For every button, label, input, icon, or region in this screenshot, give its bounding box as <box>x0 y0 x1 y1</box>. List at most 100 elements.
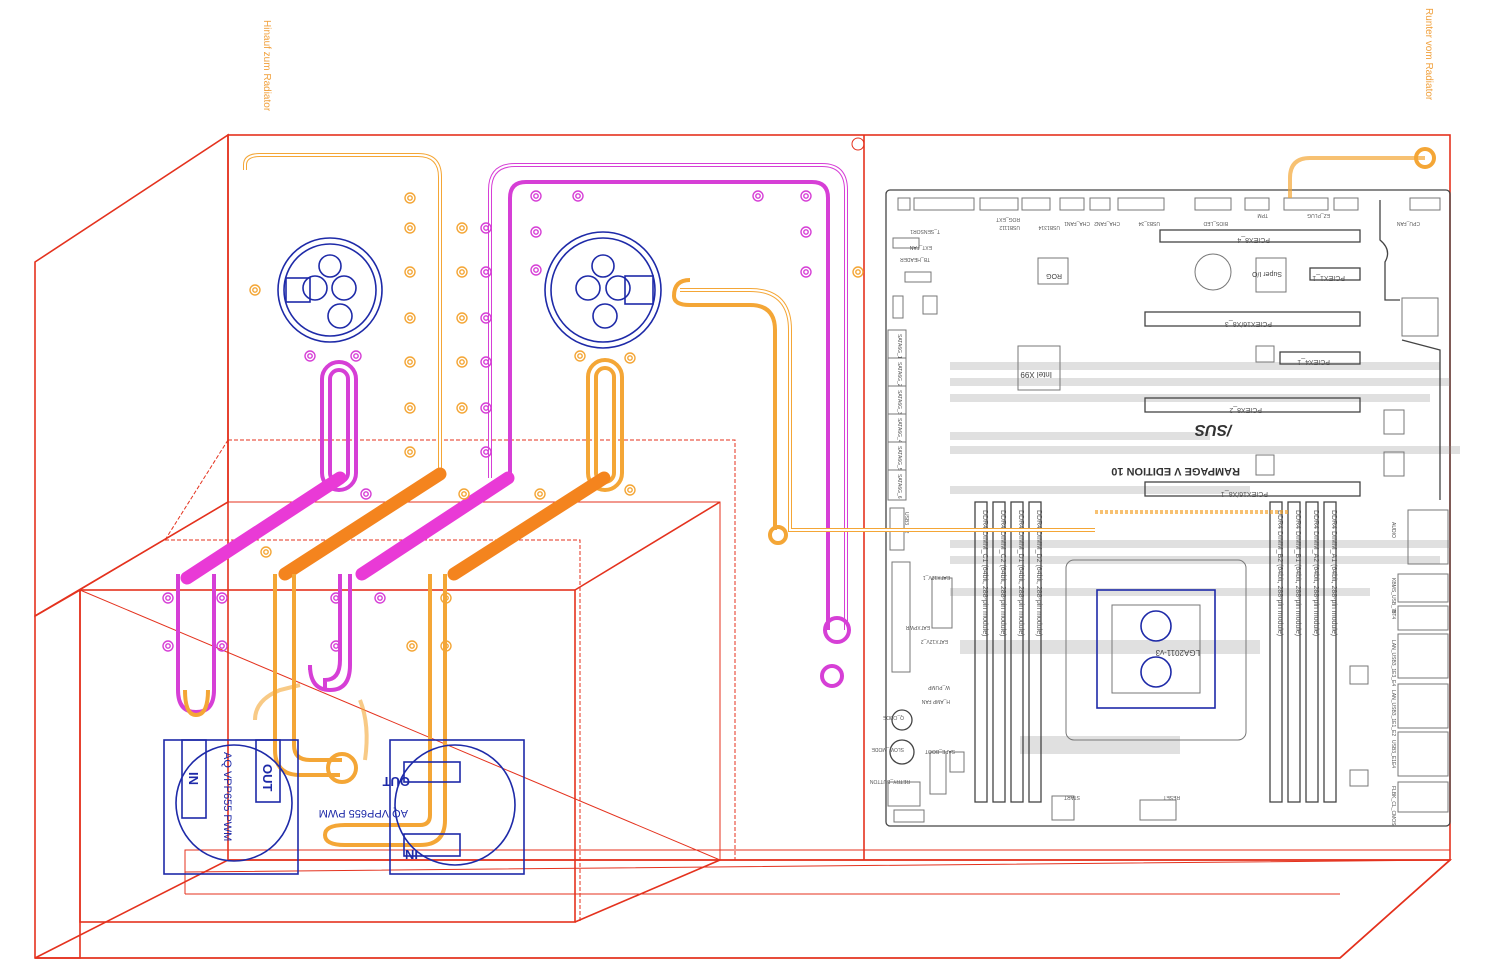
header-label-13: USB3_12 <box>903 512 909 534</box>
fitting-36 <box>162 592 174 604</box>
sata-label-1: SATA6G_2 <box>896 362 902 387</box>
rear-io-label-5: USB3_E1E4 <box>1390 740 1396 768</box>
header-label-11: TPM <box>1257 212 1268 218</box>
reservoir-right <box>544 231 662 349</box>
slot-pciex4-1 <box>1279 351 1361 365</box>
pump-left-out-port <box>255 739 281 803</box>
tube-diagonal-orange-2 <box>447 471 611 581</box>
fitting-7 <box>456 266 468 278</box>
pump-left-name: AQ VPP655 PWM <box>221 752 233 841</box>
header-cha-fan1 <box>1059 197 1085 211</box>
fitting-45 <box>409 643 415 649</box>
sata-label-0: SATA6G_1 <box>896 334 902 359</box>
fitting-10 <box>456 402 468 414</box>
pcie-label-1: PCIEX1_1 <box>1312 274 1345 281</box>
sata-ports <box>887 329 907 501</box>
slot-pciex16-x8-1 <box>1144 481 1361 497</box>
fitting-40 <box>330 592 342 604</box>
fitting-21 <box>803 229 809 235</box>
header-label-2: CHA_FAN2 <box>1094 220 1120 226</box>
fitting-18 <box>575 193 581 199</box>
dimm-right-label-1: DDR4 DIMM_B1 (64bit, 288-pin module) <box>1294 510 1301 636</box>
pump-left-out-label: OUT <box>260 764 275 792</box>
fitting-25 <box>404 192 416 204</box>
fitting-3 <box>404 356 416 368</box>
header-label-4: USB1314 <box>1038 224 1060 230</box>
fitting-31 <box>458 488 470 500</box>
dimm-left-label-1: DDR4 DIMM_C2 (64bit, 288-pin module) <box>999 510 1006 636</box>
fitting-1 <box>407 269 413 275</box>
header-label-0: CPU_FAN <box>1397 220 1420 226</box>
pump-right-name: AQ VPP655 PWM <box>319 807 408 819</box>
tubing <box>162 147 1436 847</box>
fitting-39 <box>216 640 228 652</box>
tube-diagonal-magenta-2 <box>355 471 515 581</box>
dimm-left-label-2: DDR4 DIMM_D1 (64bit, 288-pin module) <box>1017 510 1024 636</box>
fitting-20 <box>800 190 812 202</box>
dimm-left-label-3: DDR4 DIMM_D2 (64bit, 288-pin module) <box>1035 510 1042 636</box>
fitting-38 <box>219 595 225 601</box>
fitting-44 <box>443 643 449 649</box>
fitting-16 <box>483 449 489 455</box>
header-t-sensor <box>897 197 911 211</box>
header-label-21: SLOW_MODE <box>871 746 904 752</box>
header-label-14: EATXPWR <box>905 624 930 630</box>
fitting-24 <box>533 267 539 273</box>
rear-io-label-0: AUDIO <box>1390 522 1396 538</box>
pump-left-in-port <box>181 739 207 819</box>
fitting-2 <box>407 315 413 321</box>
fitting-14 <box>483 359 489 365</box>
connector-eatx12v-1 <box>1139 799 1177 821</box>
fitting-13 <box>480 312 492 324</box>
pump-right-in-port <box>403 833 461 857</box>
fitting-9 <box>459 359 465 365</box>
fitting-41 <box>330 640 342 652</box>
fitting-34 <box>350 350 362 362</box>
fitting-19 <box>755 193 761 199</box>
motherboard-pcb <box>885 189 1451 827</box>
fitting-32 <box>363 491 369 497</box>
fitting-10 <box>459 405 465 411</box>
fitting-23 <box>530 226 542 238</box>
fitting-40 <box>333 595 339 601</box>
reservoir-left <box>277 237 383 343</box>
pump-right-out-port <box>403 761 461 783</box>
q-code-display <box>887 781 921 807</box>
dimm-right-label-2: DDR4 DIMM_A2 (64bit, 288-pin module) <box>1312 510 1319 636</box>
fitting-3 <box>407 359 413 365</box>
sata-label-3: SATA6G_4 <box>896 418 902 443</box>
mb-socket: LGA2011-v3 <box>1155 648 1200 657</box>
fitting-22 <box>800 266 812 278</box>
rear-io-label-4: LAN_USB3_1E1_E2 <box>1390 690 1396 736</box>
fitting-7 <box>459 269 465 275</box>
header-label-24: RESET <box>1163 794 1180 800</box>
header-label-12: EZ_PLUG <box>1307 212 1330 218</box>
fitting-42 <box>374 592 386 604</box>
header-cpu-fan <box>1409 197 1441 211</box>
header-label-6: ROG_EXT <box>996 216 1020 222</box>
fitting-0 <box>407 225 413 231</box>
connector-eatx12v-2 <box>1051 795 1075 821</box>
fitting-29 <box>624 484 636 496</box>
fitting-28 <box>627 355 633 361</box>
pump-right-in-label: IN <box>405 847 418 862</box>
rear-io <box>1379 200 1449 813</box>
rear-io-label-6: FLBK_CL_CMOS <box>1390 786 1396 826</box>
header-label-18: H_AMP FAN <box>921 698 950 704</box>
fitting-34 <box>353 353 359 359</box>
fitting-33 <box>304 350 316 362</box>
header-label-17: W_PUMP <box>927 684 950 690</box>
fitting-26 <box>852 266 864 278</box>
rear-io-label-2: BT4 <box>1390 610 1396 619</box>
fitting-12 <box>483 269 489 275</box>
header-label-19: SAFE_BOOT <box>925 748 955 754</box>
fitting-18 <box>572 190 584 202</box>
sata-label-4: SATA6G_5 <box>896 446 902 471</box>
fitting-11 <box>480 222 492 234</box>
header-tpm <box>1244 197 1270 211</box>
fitting-46 <box>252 287 258 293</box>
fitting-44 <box>440 640 452 652</box>
sata-label-5: SATA6G_6 <box>896 474 902 499</box>
cpu-block-port-top <box>1140 610 1172 642</box>
rog-chip <box>1037 257 1069 285</box>
